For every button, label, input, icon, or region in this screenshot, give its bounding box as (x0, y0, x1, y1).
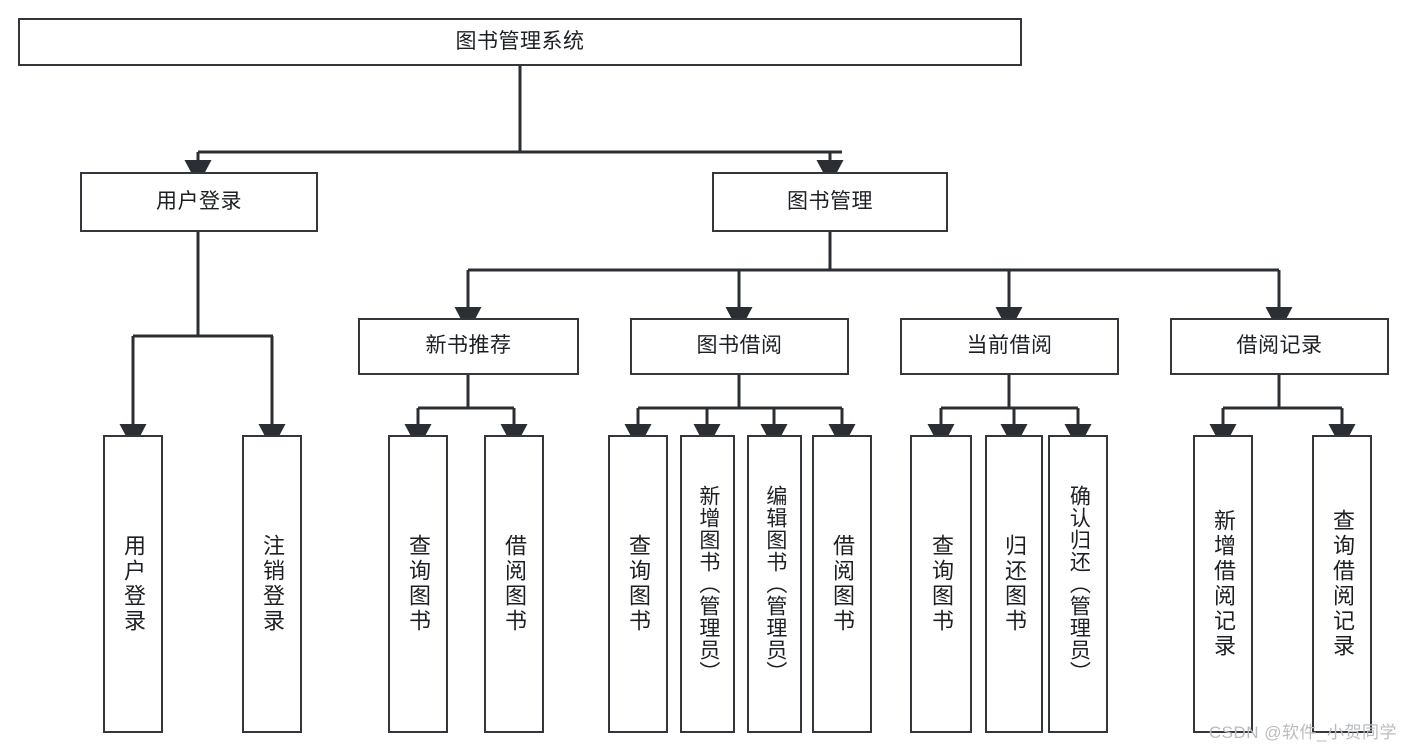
leaf-edit-book-admin[interactable]: 编辑图书（管理员） (747, 435, 802, 733)
leaf-add-borrowing-record[interactable]: 新增借阅记录 (1193, 435, 1253, 733)
leaf-confirm-return-admin[interactable]: 确认归还（管理员） (1048, 435, 1108, 733)
node-book-borrowing[interactable]: 图书借阅 (630, 318, 849, 375)
node-user-login[interactable]: 用户登录 (80, 172, 318, 232)
node-root-book-management-system[interactable]: 图书管理系统 (18, 18, 1022, 66)
node-book-management[interactable]: 图书管理 (712, 172, 948, 232)
leaf-return-books[interactable]: 归还图书 (985, 435, 1043, 733)
leaf-logout[interactable]: 注销登录 (242, 435, 302, 733)
node-current-borrowing[interactable]: 当前借阅 (900, 318, 1119, 375)
leaf-query-books-borrow[interactable]: 查询图书 (608, 435, 668, 733)
leaf-add-book-admin[interactable]: 新增图书（管理员） (680, 435, 735, 733)
leaf-borrow-books-borrow[interactable]: 借阅图书 (812, 435, 872, 733)
node-borrowing-record[interactable]: 借阅记录 (1170, 318, 1389, 375)
connectors (119, 66, 1356, 450)
leaf-user-login[interactable]: 用户登录 (103, 435, 163, 733)
leaf-borrow-books-newbook[interactable]: 借阅图书 (484, 435, 544, 733)
leaf-query-borrowing-record[interactable]: 查询借阅记录 (1312, 435, 1372, 733)
node-new-book-recommendation[interactable]: 新书推荐 (358, 318, 579, 375)
leaf-query-books-newbook[interactable]: 查询图书 (388, 435, 448, 733)
leaf-query-books-current[interactable]: 查询图书 (910, 435, 972, 733)
